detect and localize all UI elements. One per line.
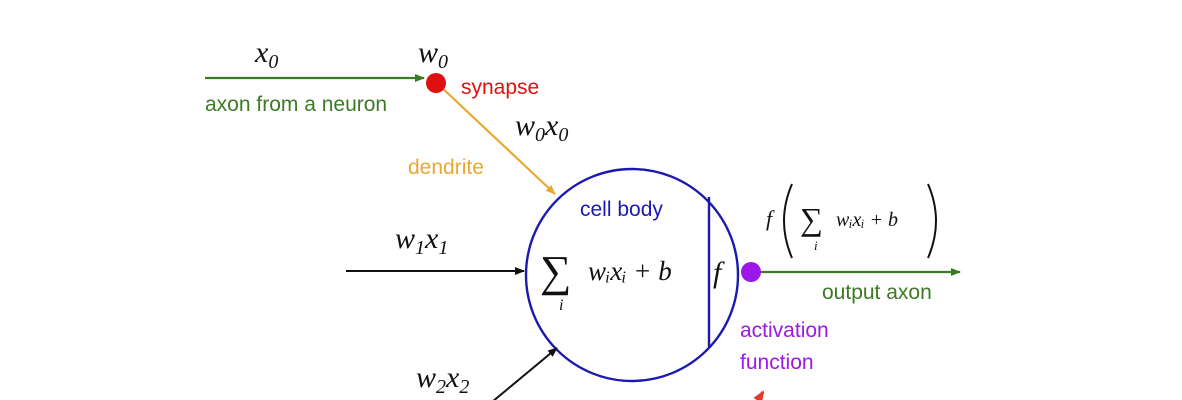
activation-f: f <box>713 256 725 289</box>
w2x2-label: w2x2 <box>416 361 469 398</box>
sum-symbol: ∑ <box>540 247 571 296</box>
input-w2x2-arrow <box>492 347 558 400</box>
synapse-label: synapse <box>461 76 539 99</box>
synapse-dot <box>426 73 446 93</box>
dendrite-label: dendrite <box>408 156 484 179</box>
output-formula-index: i <box>814 238 818 253</box>
dendrite-arrow <box>439 85 556 195</box>
output-formula-right-paren <box>927 183 937 259</box>
w0x0-label: w0x0 <box>515 109 568 146</box>
output-formula-left-paren <box>783 183 793 259</box>
cell-body-label: cell body <box>580 198 663 221</box>
sum-index: i <box>559 297 563 314</box>
activation-dot <box>741 262 761 282</box>
output-formula-sum: ∑ <box>800 201 823 237</box>
pointer-arrow <box>753 390 765 400</box>
output-axon-label: output axon <box>822 281 932 304</box>
output-formula-f: f <box>766 206 775 231</box>
w1x1-label: w1x1 <box>395 222 448 259</box>
input-x0-label: x0 <box>254 36 278 73</box>
sum-expression: wᵢxᵢ + b <box>588 256 672 286</box>
cell-body-circle <box>524 167 740 383</box>
weight-w0-label: w0 <box>418 36 448 73</box>
axon-from-neuron-label: axon from a neuron <box>205 93 387 116</box>
activation-function-label-line2: function <box>740 351 814 374</box>
activation-function-label-line1: activation <box>740 319 829 342</box>
output-formula-expr: wᵢxᵢ + b <box>836 209 898 231</box>
